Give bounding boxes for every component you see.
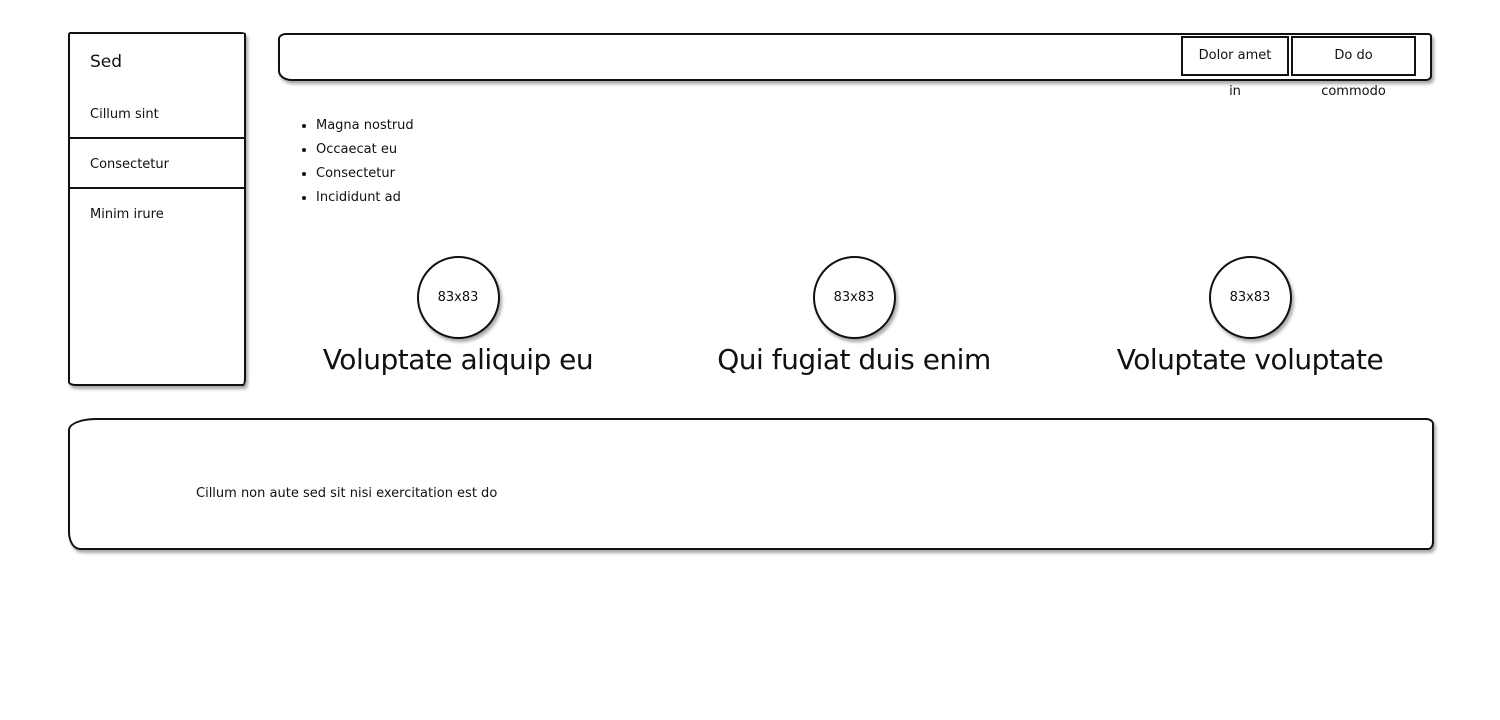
feature-title: Qui fugiat duis enim <box>717 343 991 376</box>
feature-column-3: 83x83 Voluptate voluptate <box>1080 256 1420 376</box>
image-placeholder: 83x83 <box>416 256 500 339</box>
list-item: Incididunt ad <box>316 186 414 210</box>
header-bar: Dolor amet in Do do commodo <box>278 33 1432 99</box>
footer-panel: Cillum non aute sed sit nisi exercitatio… <box>68 418 1434 550</box>
image-placeholder: 83x83 <box>812 256 896 339</box>
feature-column-2: 83x83 Qui fugiat duis enim <box>684 256 1024 376</box>
bullet-list: Magna nostrud Occaecat eu Consectetur In… <box>316 114 414 210</box>
sidebar: Sed Cillum sint Consectetur Minim irure <box>68 32 246 386</box>
list-item: Consectetur <box>316 162 414 186</box>
image-placeholder: 83x83 <box>1208 256 1292 339</box>
feature-title: Voluptate aliquip eu <box>322 343 594 376</box>
list-item: Occaecat eu <box>316 138 414 162</box>
sidebar-item-minim-irure[interactable]: Minim irure <box>90 207 164 222</box>
feature-column-1: 83x83 Voluptate aliquip eu <box>288 256 628 376</box>
sidebar-item-cillum-sint[interactable]: Cillum sint <box>70 91 244 139</box>
list-item: Magna nostrud <box>316 114 414 138</box>
do-do-commodo-button[interactable]: Do do commodo <box>1291 36 1416 99</box>
footer-text: Cillum non aute sed sit nisi exercitatio… <box>196 486 498 501</box>
feature-title: Voluptate voluptate <box>1116 343 1384 376</box>
sidebar-title: Sed <box>90 52 123 72</box>
dolor-amet-in-button[interactable]: Dolor amet in <box>1181 36 1289 99</box>
sidebar-item-consectetur[interactable]: Consectetur <box>70 141 244 189</box>
